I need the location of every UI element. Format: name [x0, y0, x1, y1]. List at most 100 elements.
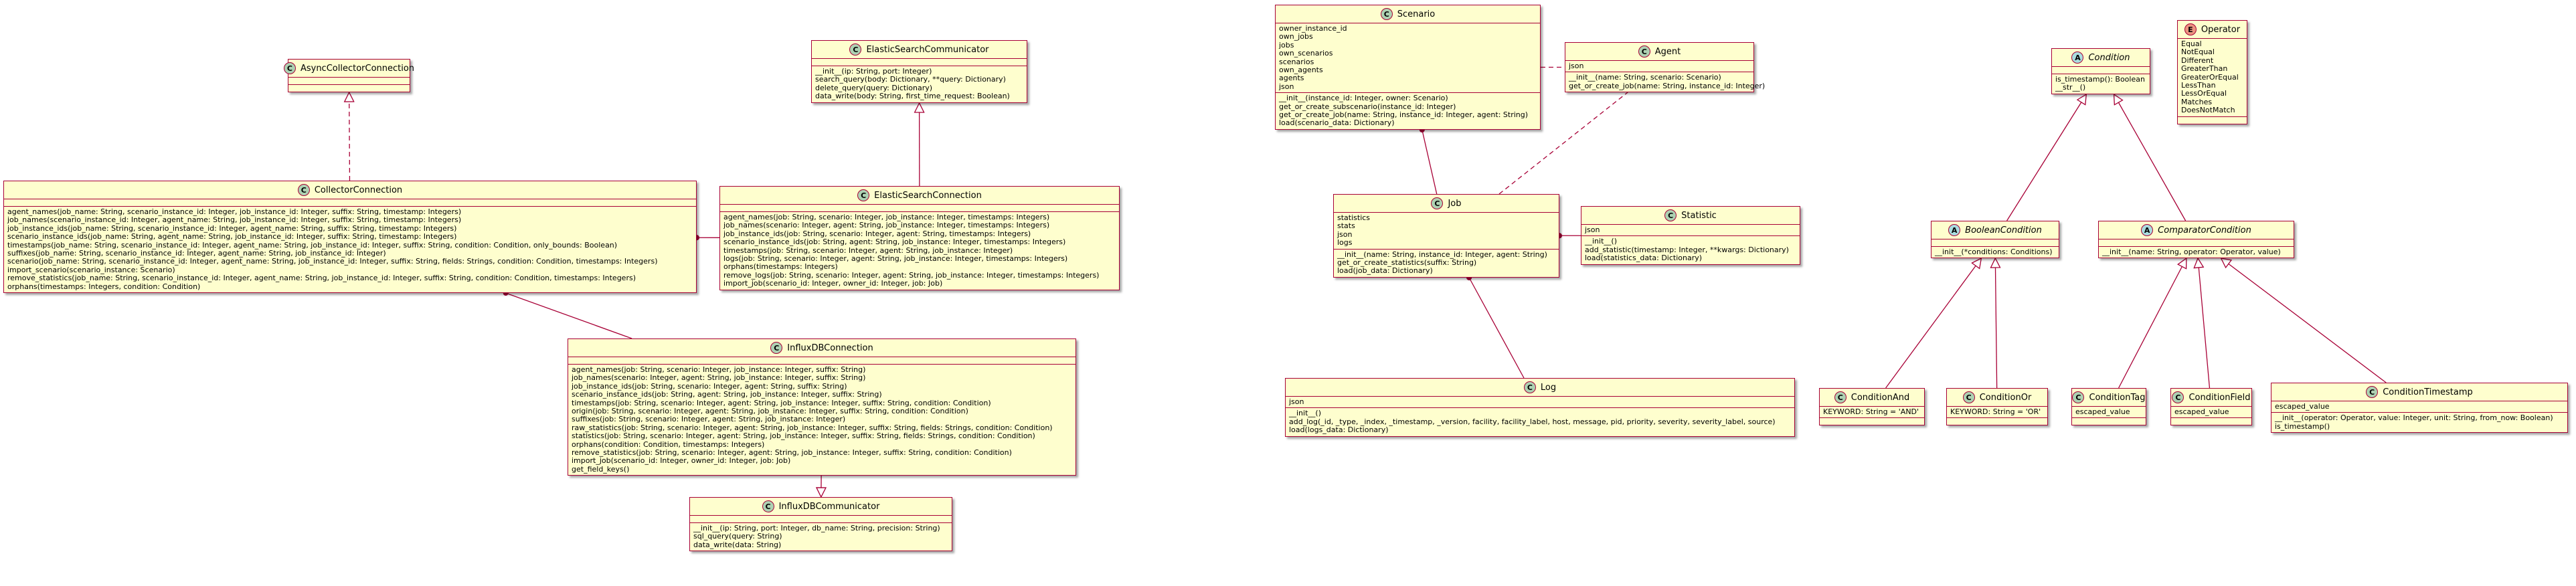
- class-methods: __init__(ip: String, port: Integer)searc…: [812, 66, 1027, 102]
- class-name: ConditionTag: [2089, 392, 2146, 403]
- attribute: scenarios: [1279, 57, 1314, 66]
- attribute: json: [1279, 82, 1294, 91]
- method: job_names(scenario: Integer, agent: Stri…: [572, 373, 866, 383]
- method: get_or_create_job(name: String, instance…: [1569, 81, 1766, 90]
- class-kind-icon: C: [283, 62, 296, 74]
- class-kind-icon: C: [849, 43, 862, 56]
- method: __init__(ip: String, port: Integer): [815, 67, 932, 76]
- relation-inheritance: [2118, 258, 2186, 389]
- class-name: ConditionField: [2188, 392, 2251, 403]
- class-methods: __init__(*conditions: Conditions): [1931, 247, 2059, 258]
- class-kind-icon: C: [297, 184, 310, 196]
- class-name: InfluxDBConnection: [787, 343, 873, 353]
- method: get_or_create_statistics(suffix: String): [1337, 258, 1477, 268]
- method: delete_query(query: Dictionary): [815, 83, 933, 92]
- class-name: Scenario: [1397, 9, 1436, 19]
- class-name: Condition: [2088, 52, 2130, 63]
- method: job_names(scenario: Integer, agent: Stri…: [723, 221, 1050, 230]
- method: is_timestamp(): Boolean: [2055, 75, 2145, 84]
- attribute: json: [1585, 225, 1600, 234]
- method: agent_names(job: String, scenario: Integ…: [723, 213, 1050, 221]
- relation-realization: [349, 92, 350, 181]
- class-kind-icon: C: [1431, 197, 1444, 209]
- method: __init__(): [1289, 409, 1321, 418]
- attribute: agents: [1279, 74, 1304, 83]
- class-kind-icon: C: [857, 189, 870, 201]
- method: search_query(body: Dictionary, **query: …: [815, 75, 1006, 84]
- method: orphans(timestamps: Integers, condition:…: [7, 282, 201, 291]
- class-attributes: [2052, 67, 2150, 74]
- attribute: KEYWORD: String = 'OR': [1950, 407, 2041, 416]
- class-name: InfluxDBCommunicator: [778, 501, 880, 512]
- class-attributes: json: [1581, 225, 1800, 237]
- method: sql_query(query: String): [693, 532, 782, 541]
- class-methods: [288, 85, 410, 92]
- method: remove_statistics(job: String, scenario:…: [572, 448, 1012, 458]
- attribute: Matches: [2181, 97, 2213, 106]
- method: __init__(name: String, instance_id: Inte…: [1337, 250, 1547, 259]
- class-header: C Statistic: [1581, 207, 1800, 225]
- class-name: ConditionOr: [1979, 392, 2032, 403]
- method: data_write(data: String): [693, 540, 782, 549]
- class-kind-icon: C: [1664, 209, 1677, 221]
- class-methods: is_timestamp(): Boolean__str__(): [2052, 74, 2150, 94]
- attribute: jobs: [1279, 40, 1294, 50]
- class-name: Statistic: [1681, 210, 1717, 221]
- class-kind-icon: C: [1380, 8, 1393, 20]
- class-attributes: [1931, 239, 2059, 247]
- method: logs(job: String, scenario: Integer, age…: [723, 254, 1068, 264]
- method: suffixes(job: String, scenario: Integer,…: [572, 415, 846, 424]
- class-header: C ConditionOr: [1947, 389, 2047, 407]
- method: import_job(scenario_id: Integer, owner_i…: [723, 279, 943, 288]
- class-kind-icon: C: [1523, 381, 1536, 393]
- class-methods: agent_names(job: String, scenario: Integ…: [568, 365, 1076, 475]
- class-name: ElasticSearchConnection: [874, 190, 982, 201]
- relation-inheritance: [1995, 258, 1996, 389]
- class-kind-icon: A: [2141, 224, 2154, 236]
- class-elasticsearch-connection[interactable]: C ElasticSearchConnection agent_names(job:…: [719, 186, 1120, 290]
- method: __init__(name: String, scenario: Scenari…: [1569, 73, 1721, 82]
- method: timestamps(job: String, scenario: Intege…: [723, 246, 1013, 255]
- attribute: Equal: [2181, 39, 2202, 48]
- class-kind-icon: C: [1962, 391, 1975, 403]
- method: import_scenario(scenario_instance: Scena…: [7, 265, 175, 274]
- class-name: BooleanCondition: [1965, 225, 2042, 235]
- method: job_instance_ids(job: String, scenario: …: [572, 381, 847, 391]
- class-attributes: [568, 357, 1076, 365]
- class-attributes: KEYWORD: String = 'OR': [1947, 407, 2047, 419]
- relation-inheritance: [1885, 258, 1982, 389]
- class-attributes: json: [1286, 397, 1794, 409]
- attribute: json: [1289, 397, 1304, 406]
- method: load(statistics_data: Dictionary): [1585, 254, 1703, 263]
- attribute: GreaterThan: [2181, 64, 2228, 74]
- relation-composition: [503, 290, 632, 339]
- class-kind-icon: C: [2366, 386, 2379, 398]
- relation-inheritance: [2006, 94, 2087, 221]
- method: get_or_create_subscenario(instance_id: I…: [1279, 102, 1456, 111]
